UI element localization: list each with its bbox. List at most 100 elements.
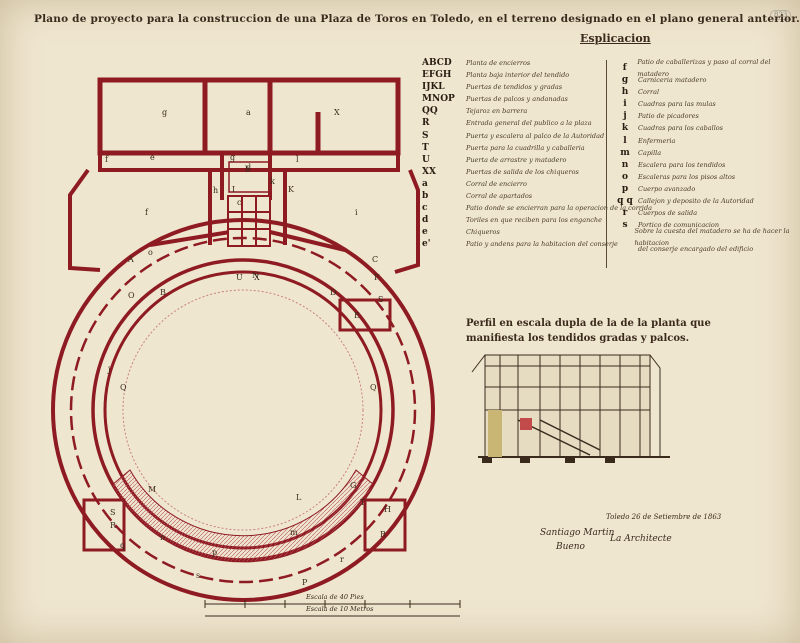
scale-label-metres: Escala de 10 Metros (306, 605, 374, 613)
legend-divider (606, 60, 607, 268)
signature-2: Bueno (556, 542, 585, 552)
profile-red-detail (520, 418, 532, 430)
legend-key: e (422, 227, 428, 238)
plan-letter: O (128, 291, 135, 300)
legend-key: g (621, 75, 629, 86)
legend-key: R (422, 118, 430, 129)
legend-key: p (621, 183, 629, 194)
plan-letter: D (330, 288, 336, 297)
legend-text: Portico de comunicacion (638, 221, 720, 230)
plan-letter: R (380, 530, 387, 539)
legend-key: a (422, 178, 428, 189)
service-wings (68, 153, 420, 274)
plan-letter: S (110, 508, 115, 517)
plan-letter: T (360, 498, 366, 507)
legend-left-row: c Patio donde se encierran para la operac… (422, 202, 652, 214)
plan-letter: Q (370, 383, 377, 392)
legend-text: Puerta y escalera al palco de la Autorid… (466, 131, 605, 140)
profile-shaded-bay (488, 410, 502, 457)
plan-letter: g (230, 153, 235, 162)
legend-text: Patio de caballerizas y paso al corral d… (637, 57, 771, 79)
plan-letter: f (105, 155, 109, 164)
legend-key: f (622, 63, 627, 73)
legend-text: Tejaroz en barrera (466, 107, 528, 116)
plan-letter: i (355, 208, 358, 217)
plan-letter: B (160, 288, 166, 297)
legend-left-row: b Corral de apartados (422, 190, 652, 202)
plan-letter: X (254, 273, 260, 282)
plan-letter: G (350, 481, 356, 490)
legend-left-row: T Puerta para la cuadrilla y caballeria (422, 142, 652, 154)
legend-text: Cuadras para los caballos (638, 124, 724, 133)
legend-right-row: del conserje encargado del edificio (612, 243, 800, 255)
explanation-heading: Esplicacion (580, 32, 651, 45)
plan-letter: c (237, 198, 242, 207)
legend-left-row: ABCD Planta de encierros (422, 57, 652, 69)
plan-letter: S (378, 295, 383, 304)
legend-text: Patio de picadores (638, 112, 699, 121)
legend-right-row: g Carniceria matadero (612, 74, 800, 86)
legend-key: l (623, 135, 627, 146)
profile-foundation-marks (482, 457, 615, 463)
plan-letter: n (160, 533, 165, 542)
legend-key: e' (422, 239, 431, 250)
plan-letter: m (290, 528, 298, 537)
legend-text: Puertas de palcos y andanadas (466, 95, 568, 104)
legend-text: Sobre la cuesta del matadero se ha de ha… (634, 227, 790, 248)
corner-pavilions (82, 298, 407, 552)
legend-key: MNOP (422, 94, 455, 105)
plan-letter: g (162, 108, 167, 117)
plan-letter: R (110, 521, 117, 530)
legend-key: ABCD (422, 58, 452, 68)
legend-key: QQ (422, 106, 438, 117)
legend-left-row: e'Patio y andens para la habitacion del … (422, 238, 652, 250)
legend-text: Carniceria matadero (638, 76, 707, 85)
plan-letter: F (374, 273, 380, 282)
plan-letter: h (213, 186, 218, 195)
legend-key: b (422, 191, 429, 202)
legend-key: c (422, 203, 428, 214)
legend-text: Puerta de arrastre y matadero (466, 155, 567, 164)
legend-key: o (621, 171, 628, 182)
signature-3: La Architecte (610, 534, 672, 544)
plan-letter: A (127, 255, 134, 264)
legend-key: h (621, 87, 629, 98)
legend-text: Puertas de tendidos y gradas (466, 83, 563, 92)
plan-letter: E (354, 311, 360, 320)
plan-letter: j (107, 365, 110, 374)
plan-letter: I (232, 185, 235, 194)
legend-key: T (422, 142, 429, 153)
legend-text: Escaleras para los pisos altos (638, 172, 736, 181)
plan-letter: e (150, 153, 155, 162)
legend-key: d (422, 215, 429, 226)
legend-text: Capilla (638, 148, 662, 157)
legend-text: Corral de apartados (466, 192, 533, 201)
legend-key: k (621, 123, 629, 134)
date-line: Toledo 26 de Setiembre de 1863 (606, 513, 722, 521)
plan-letter: o (148, 248, 153, 257)
legend-key: n (621, 159, 629, 170)
legend-text: Patio donde se encierran para la operaci… (466, 204, 653, 213)
legend-text: Puerta para la cuadrilla y caballeria (466, 143, 585, 152)
plan-letter: M (148, 485, 156, 494)
legend-text: Planta de encierros (466, 59, 531, 67)
plan-letter: f (145, 208, 149, 217)
plan-letter: d (246, 163, 251, 172)
